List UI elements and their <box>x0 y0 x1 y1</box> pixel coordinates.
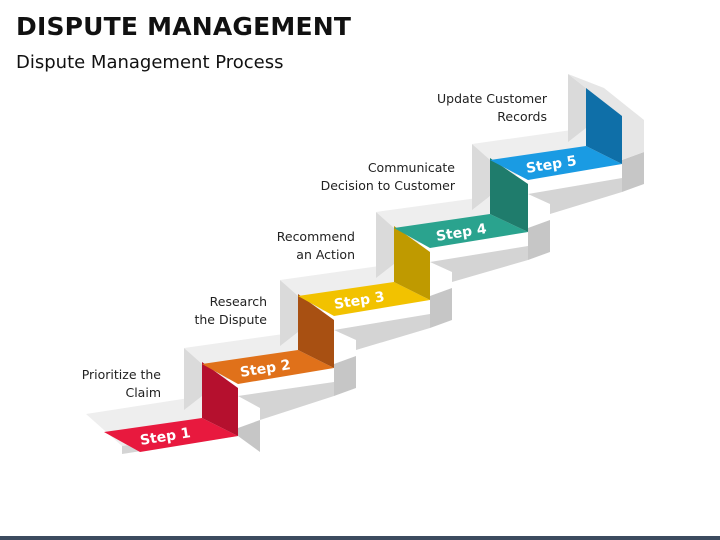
step-2-caption-line-1: Research <box>209 294 267 309</box>
stair-face-2 <box>238 382 334 420</box>
step-1-tread <box>104 418 238 452</box>
step-3-riser <box>394 226 430 300</box>
step-3-label: Step 3 <box>333 289 386 313</box>
step-3-caption-line-1: Recommend <box>276 229 355 244</box>
step-1: Step 1 <box>104 362 238 452</box>
stair-riser-2 <box>280 280 298 346</box>
step-1-caption: Prioritize the Claim <box>82 366 161 402</box>
step-2-caption-line-2: the Dispute <box>194 312 267 327</box>
stair-face-5 <box>528 178 622 214</box>
step-4: Step 4 <box>394 158 528 248</box>
step-1-label: Step 1 <box>139 425 192 449</box>
step-3: Step 3 <box>298 226 430 316</box>
stair-riser-4 <box>472 144 490 210</box>
step-2: Step 2 <box>202 294 334 384</box>
stair-riser-3 <box>376 212 394 278</box>
step-4-caption: Communicate Decision to Customer <box>321 159 455 195</box>
page-subtitle: Dispute Management Process <box>16 52 284 73</box>
stair-face-3 <box>334 314 430 350</box>
stair-structure <box>86 74 644 454</box>
step-4-caption-line-2: Decision to Customer <box>320 178 455 193</box>
step-5-caption-line-1: Update Customer <box>437 91 547 106</box>
page-title: DISPUTE MANAGEMENT <box>16 12 352 41</box>
step-4-tread <box>394 214 528 248</box>
step-2-caption: Research the Dispute <box>194 293 267 329</box>
step-3-caption: Recommend an Action <box>277 228 355 264</box>
step-5-label: Step 5 <box>525 153 578 177</box>
stair-top-ledge <box>568 74 644 160</box>
step-2-tread <box>202 350 334 384</box>
step-5-tread <box>490 146 622 180</box>
stair-side-1 <box>238 420 260 452</box>
stair-riser-1 <box>184 348 202 410</box>
step-2-riser <box>298 294 334 368</box>
step-4-riser <box>490 158 528 232</box>
step-5-riser <box>586 88 622 164</box>
stair-side-4 <box>528 220 550 260</box>
stair-side-5 <box>622 152 644 192</box>
step-3-tread <box>298 282 430 316</box>
step-1-caption-line-2: Claim <box>125 385 161 400</box>
step-3-caption-line-2: an Action <box>296 247 355 262</box>
step-1-riser <box>202 362 238 436</box>
step-4-caption-line-1: Communicate <box>367 160 455 175</box>
step-5: Step 5 <box>490 88 622 180</box>
footer-bar <box>0 536 720 540</box>
stair-side-2 <box>334 356 356 396</box>
step-5-caption: Update Customer Records <box>437 90 547 126</box>
stair-top-wall <box>568 74 586 142</box>
step-4-label: Step 4 <box>435 221 488 245</box>
stair-side-3 <box>430 288 452 328</box>
step-5-caption-line-2: Records <box>497 109 547 124</box>
stair-face-4 <box>430 246 528 282</box>
step-1-caption-line-1: Prioritize the <box>81 367 161 382</box>
step-2-label: Step 2 <box>239 357 292 381</box>
